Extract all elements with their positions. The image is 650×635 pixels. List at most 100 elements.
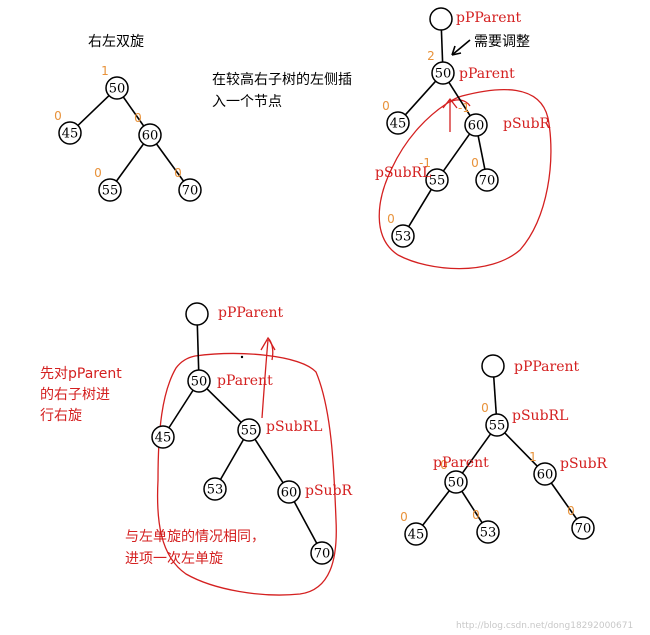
tree-node: 70 — [310, 541, 334, 565]
dot-mark — [240, 355, 244, 359]
tree-node — [429, 7, 453, 31]
node-circle — [475, 168, 499, 192]
adjust-arrow — [451, 39, 471, 56]
node-value: 50 — [109, 82, 126, 97]
node-circle — [386, 111, 410, 135]
balance-factor: 2 — [427, 49, 435, 63]
tree-node: 700 — [471, 156, 499, 192]
node-value: 60 — [468, 119, 485, 134]
tree-edge — [440, 29, 444, 63]
node-circle — [310, 541, 334, 565]
annotation-label: pPParent — [456, 10, 522, 26]
tree-node: 450 — [54, 109, 82, 145]
text-labels: 右左双旋在较高右子树的左侧插入一个节点需要调整pPParentpParentpS… — [40, 10, 633, 631]
tree-node: 45 — [151, 425, 175, 449]
tree-edge — [442, 133, 471, 172]
node-circle — [105, 76, 129, 100]
balance-factor: 1 — [529, 450, 537, 464]
balance-factor: 0 — [400, 510, 408, 524]
red-loop-top-right — [378, 88, 552, 270]
tree-edge — [448, 81, 471, 117]
annotation-label: 进项一次左单旋 — [125, 551, 223, 567]
balance-factor: 0 — [134, 111, 142, 125]
node-circle — [485, 413, 509, 437]
tree-node: 60-1 — [458, 101, 488, 137]
node-value: 55 — [102, 184, 119, 199]
red-arrow-up-bottom — [261, 339, 269, 419]
tree-node: 55-1 — [419, 156, 449, 192]
node-circle — [98, 178, 122, 202]
tree-edge — [115, 143, 145, 182]
annotation-label: 右左双旋 — [88, 34, 144, 50]
tree-node: 60 — [277, 480, 301, 504]
node-value: 45 — [408, 528, 425, 543]
node-circle — [178, 178, 202, 202]
tree-edge — [254, 438, 284, 484]
tree-node: 600 — [134, 111, 162, 147]
tree-node: 450 — [382, 99, 410, 135]
tree-edge — [408, 188, 432, 228]
tree-edge — [293, 501, 318, 544]
node-value: 50 — [448, 476, 465, 491]
node-circle — [277, 480, 301, 504]
tree-node: 700 — [174, 166, 202, 202]
annotation-label: pSubRL — [375, 165, 431, 181]
node-value: 60 — [537, 468, 554, 483]
balance-factor: 0 — [471, 156, 479, 170]
tree-node — [185, 302, 209, 326]
node-value: 50 — [435, 67, 452, 82]
tree-edge — [155, 143, 185, 182]
node-circle — [481, 354, 505, 378]
tree-edge — [461, 433, 492, 474]
node-circle — [187, 369, 211, 393]
node-circle — [431, 61, 455, 85]
annotation-label: pSubR — [503, 116, 551, 132]
balance-factor: 0 — [382, 99, 390, 113]
red-annotations — [156, 88, 552, 596]
node-circle — [571, 516, 595, 540]
annotation-label: pSubRL — [512, 408, 568, 424]
balance-factor: 0 — [54, 109, 62, 123]
tree-edge — [122, 96, 145, 127]
node-circle — [476, 520, 500, 544]
tree-node: 530 — [387, 212, 415, 248]
tree-edge — [206, 388, 242, 423]
tree-node — [481, 354, 505, 378]
balance-factor: 0 — [481, 401, 489, 415]
node-value: 53 — [395, 230, 412, 245]
annotation-label: pSubR — [560, 456, 608, 472]
node-value: 55 — [429, 174, 446, 189]
balance-factor: 0 — [440, 458, 448, 472]
annotation-label: pParent — [217, 373, 273, 389]
node-value: 60 — [281, 486, 298, 501]
node-circle — [391, 224, 415, 248]
tree-edge — [168, 389, 194, 429]
red-arrow-scribble — [267, 337, 274, 361]
node-value: 70 — [575, 522, 592, 537]
balance-factor: 0 — [567, 504, 575, 518]
tree-node: 550 — [481, 401, 509, 437]
node-value: 45 — [155, 431, 172, 446]
tree-node: 502 — [427, 49, 455, 85]
tree-edge — [461, 490, 483, 524]
tree-node: 501 — [101, 64, 129, 100]
node-value: 53 — [207, 483, 224, 498]
node-value: 70 — [479, 174, 496, 189]
tree-edge — [422, 490, 450, 526]
annotation-label: 的右子树进 — [40, 387, 110, 403]
node-circle — [464, 113, 488, 137]
node-circle — [58, 121, 82, 145]
annotation-label: pSubRL — [266, 419, 322, 435]
node-value: 45 — [390, 117, 407, 132]
balance-factor: -1 — [419, 156, 431, 170]
tree-node: 55 — [237, 418, 261, 442]
annotation-label: 入一个节点 — [212, 94, 282, 110]
node-value: 70 — [182, 184, 199, 199]
annotation-label: pSubR — [305, 483, 353, 499]
red-loop-bottom-left — [156, 352, 337, 596]
node-circle — [429, 7, 453, 31]
